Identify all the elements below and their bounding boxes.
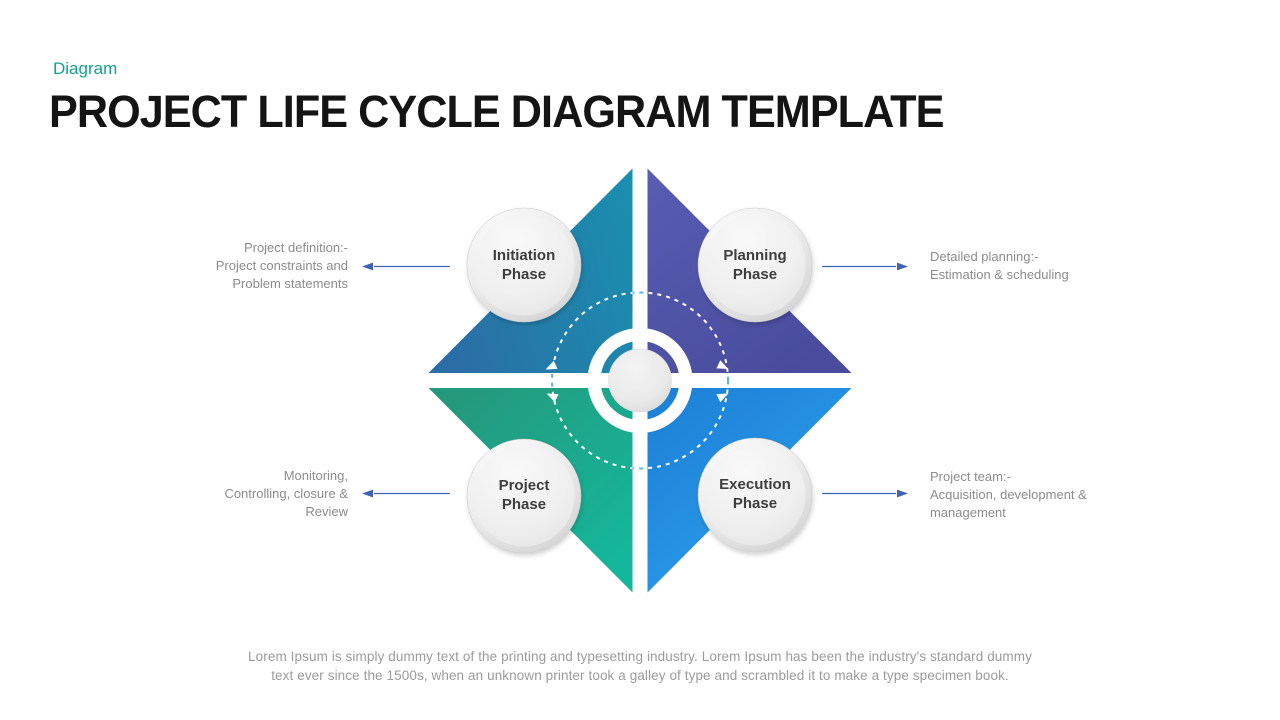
initiation-phase-label: Initiation Phase [492,247,556,283]
slide-title: PROJECT LIFE CYCLE DIAGRAM TEMPLATE [49,86,944,137]
execution-circle [697,437,813,553]
connector-arrow-top-right [822,262,908,271]
planning-phase-label: Planning Phase [723,247,787,283]
project-phase-label: Project Phase [498,477,550,513]
execution-phase-label: Execution Phase [719,476,791,512]
center-sphere [608,348,672,413]
connector-arrow-bottom-right [822,489,908,498]
cycle-arrowhead-lower-left-icon [546,393,559,403]
initiation-circle [466,207,582,323]
cycle-arrowhead-lower-right-icon [716,393,729,403]
annotation-project: Monitoring, Controlling, closure & Revie… [224,468,348,519]
cycle-arrowhead-upper-right-icon [716,360,729,369]
footer-description: Lorem Ipsum is simply dummy text of the … [248,649,1032,683]
annotation-planning: Detailed planning:- Estimation & schedul… [930,249,1069,282]
slide-category-label: Diagram [53,59,118,78]
connector-arrow-bottom-left [362,489,450,498]
life-cycle-diagram [362,168,908,593]
planning-circle [697,207,813,323]
dashed-cycle-ring-crossing [551,291,729,470]
center-ring [587,328,693,433]
annotation-initiation: Project definition:- Project constraints… [215,240,348,291]
project-circle [466,438,582,554]
connector-arrow-top-left [362,262,450,271]
annotation-execution: Project team:- Acquisition, development … [930,469,1087,520]
cycle-arrowhead-upper-left-icon [545,360,558,370]
